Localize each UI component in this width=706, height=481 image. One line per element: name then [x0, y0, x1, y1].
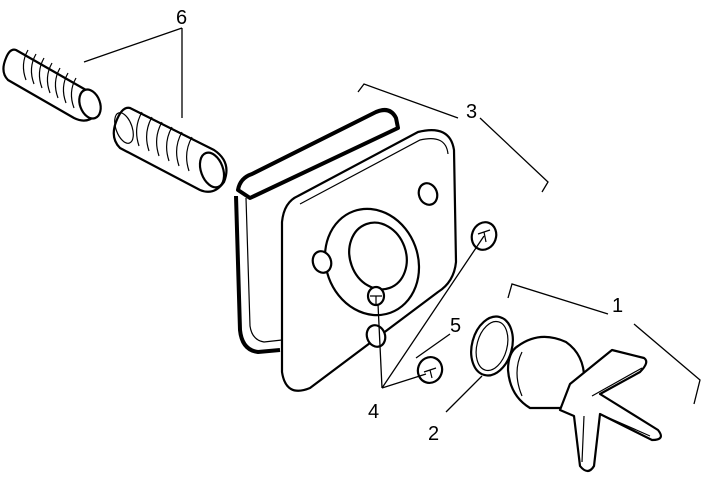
rosette-plate: [280, 129, 458, 392]
extension-sleeve-left: [2, 48, 102, 122]
leader-lines: [83, 27, 701, 413]
callout-3: 3: [466, 101, 477, 123]
callout-1: 1: [612, 295, 623, 317]
callout-2: 2: [428, 423, 439, 445]
gasket-frame: [234, 108, 400, 354]
callout-6: 6: [176, 7, 187, 29]
callout-5: 5: [450, 315, 461, 337]
callout-4: 4: [368, 401, 379, 423]
cross-handle: [506, 335, 662, 473]
screw-lower: [416, 356, 444, 384]
extension-sleeve-right: [112, 106, 228, 193]
